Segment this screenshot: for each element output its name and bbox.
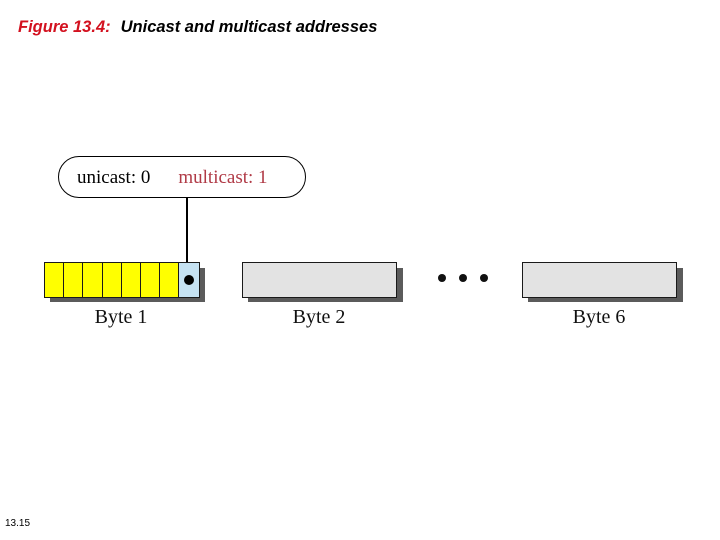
ellipsis-dot-icon xyxy=(480,274,488,282)
bit-cell xyxy=(160,263,180,297)
figure-label: Figure 13.4: xyxy=(18,18,111,36)
byte-2-box xyxy=(242,262,397,298)
bit-cell xyxy=(102,263,122,297)
byte-6-label: Byte 6 xyxy=(572,306,626,328)
bit-cell xyxy=(64,263,84,297)
callout-multicast-label: multicast: 1 xyxy=(178,166,268,188)
byte-2-label: Byte 2 xyxy=(292,306,346,328)
flag-dot-icon xyxy=(183,275,194,285)
bit-cell xyxy=(45,263,65,297)
ellipsis-dot-icon xyxy=(438,274,446,282)
callout-box: unicast: 0 multicast: 1 xyxy=(58,156,306,198)
byte-1-label: Byte 1 xyxy=(94,306,148,328)
byte-6-box xyxy=(522,262,677,298)
byte-1-bit-strip xyxy=(44,262,200,298)
ellipsis-dot-icon xyxy=(459,274,467,282)
bit-cell xyxy=(140,263,161,297)
bit-cell-flag xyxy=(179,263,199,297)
figure-caption: Unicast and multicast addresses xyxy=(120,18,378,36)
connector-line xyxy=(186,197,189,282)
ellipsis-dots-icon xyxy=(438,274,488,282)
page-title: Figure 13.4: Unicast and multicast addres… xyxy=(18,17,377,37)
callout-unicast-label: unicast: 0 xyxy=(77,166,151,188)
bit-cell xyxy=(83,263,103,297)
slide-number: 13.15 xyxy=(5,518,31,529)
bit-cell xyxy=(121,263,141,297)
